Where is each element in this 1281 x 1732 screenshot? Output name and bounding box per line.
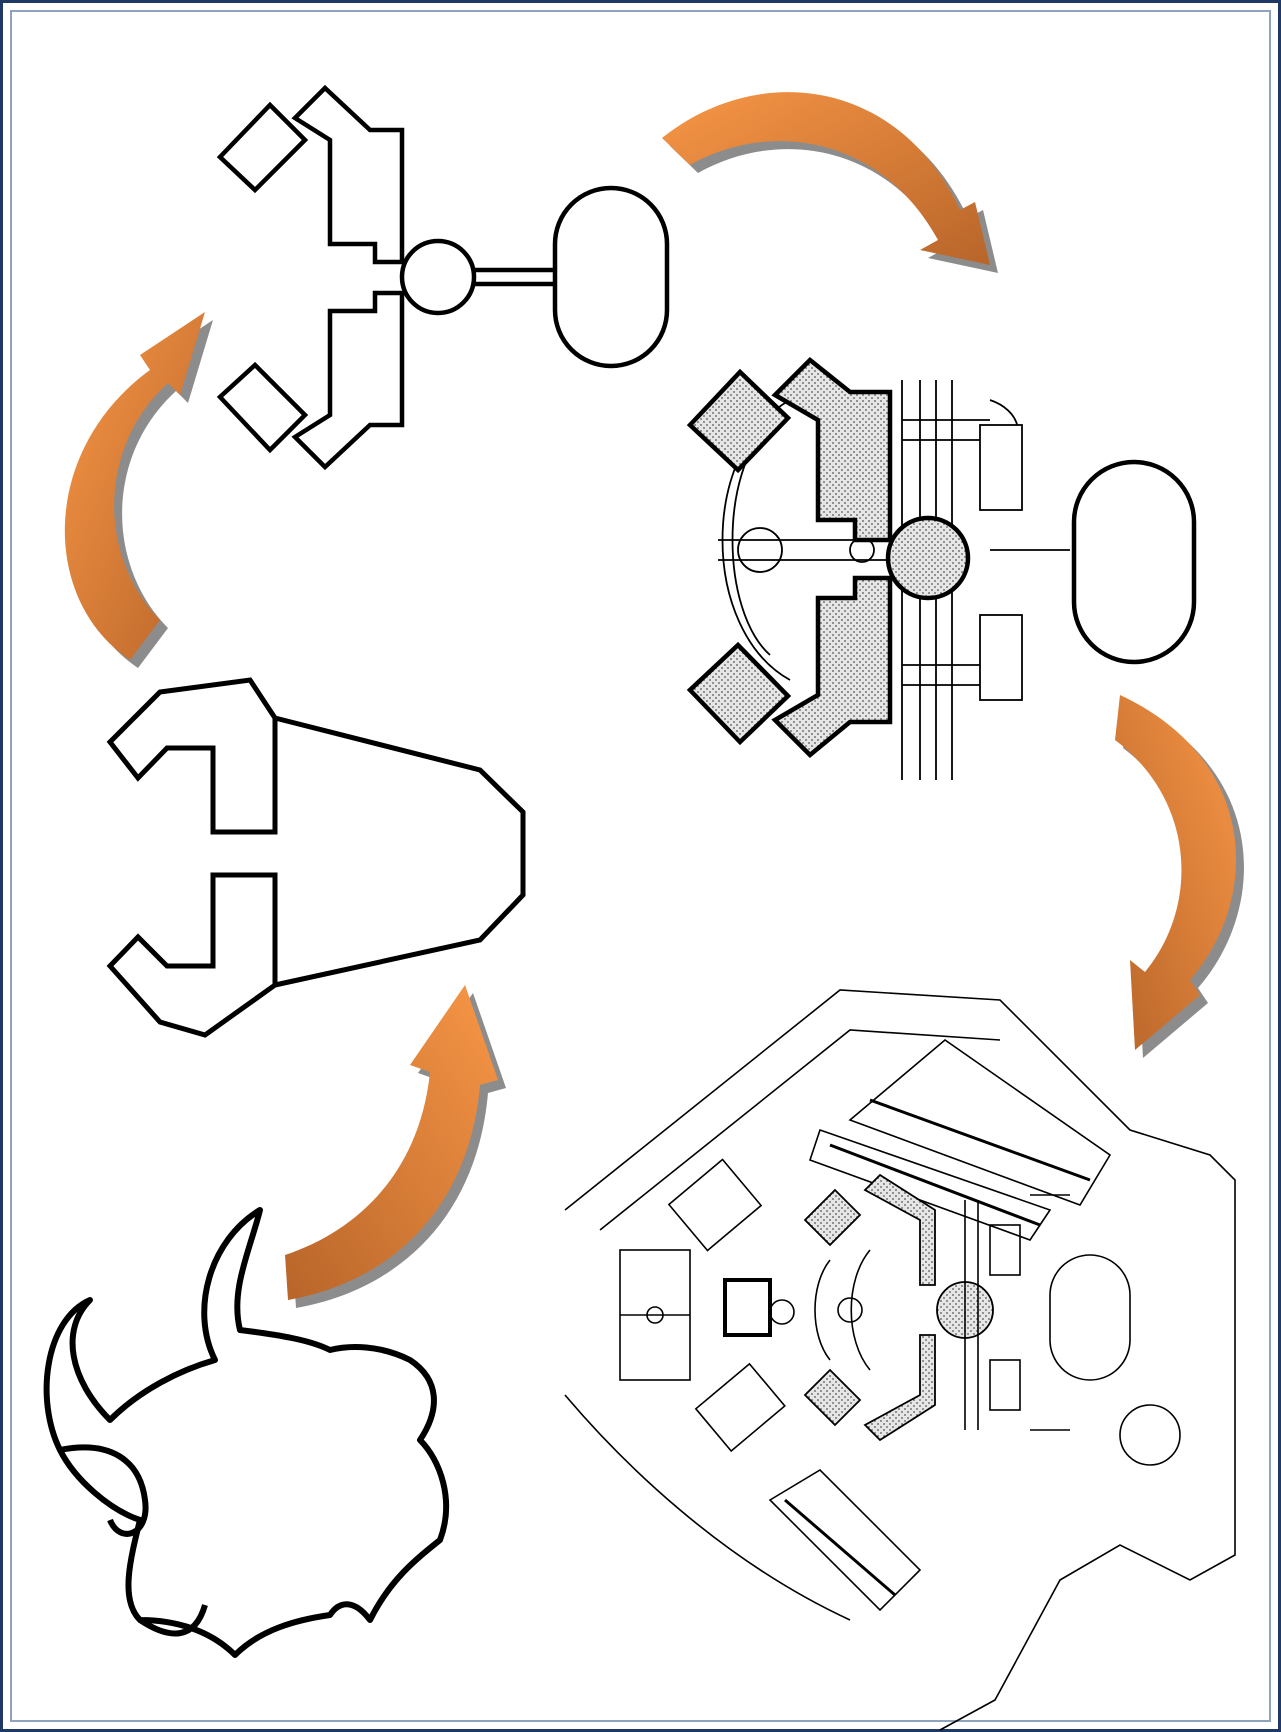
- schematic-plan-icon: [220, 88, 667, 467]
- arrow-stage4-to-stage5: [1115, 695, 1244, 1058]
- arrow-stage2-to-stage3: [65, 312, 213, 668]
- arrow-stage3-to-stage4: [662, 92, 998, 273]
- arrow-stage1-to-stage2: [285, 985, 506, 1308]
- abstract-plan-icon: [110, 680, 523, 1035]
- bull-head-icon: [47, 1210, 446, 1655]
- site-plan-icon: [565, 990, 1235, 1730]
